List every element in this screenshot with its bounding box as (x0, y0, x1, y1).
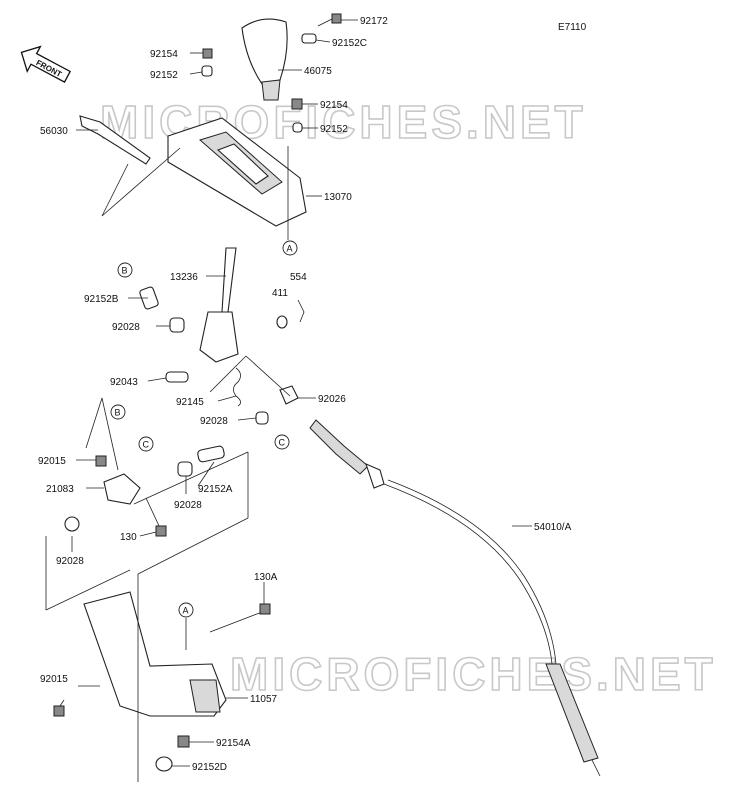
svg-text:A: A (287, 244, 293, 254)
label-92152-top: 92152 (150, 70, 178, 81)
nut-92015-b (53, 705, 65, 717)
ref-circle-a-top: A (282, 240, 298, 256)
label-130A: 130A (254, 572, 278, 583)
label-92028-c: 92028 (174, 500, 202, 511)
label-92015-b: 92015 (40, 674, 68, 685)
label-92028-b: 92028 (200, 416, 228, 427)
label-92043: 92043 (110, 377, 138, 388)
label-554: 554 (290, 272, 307, 283)
front-arrow-icon: FRONT (20, 45, 72, 83)
label-92152C: 92152C (332, 38, 367, 49)
bolt-92154A (177, 735, 190, 748)
label-56030: 56030 (40, 126, 68, 137)
watermark-bottom: MICROFICHES.NET (230, 648, 717, 700)
label-13070: 13070 (324, 192, 352, 203)
diagram-code: E7110 (558, 22, 587, 33)
bushing-92028-d (64, 516, 80, 532)
bolt-130 (145, 497, 167, 537)
bolt-92154-top (202, 48, 213, 59)
label-92015-a: 92015 (38, 456, 66, 467)
collar-92152D (155, 756, 173, 772)
label-130: 130 (120, 532, 137, 543)
collar-92152-top (201, 65, 213, 77)
label-92152A: 92152A (198, 484, 233, 495)
label-92145: 92145 (176, 397, 204, 408)
ref-circle-c-right: C (274, 434, 290, 450)
label-92152B: 92152B (84, 294, 119, 305)
svg-text:C: C (279, 438, 286, 448)
svg-text:B: B (122, 266, 128, 276)
shift-lever-13236 (199, 247, 239, 363)
label-92028-d: 92028 (56, 556, 84, 567)
collar-92152A (197, 445, 225, 463)
label-92154A: 92154A (216, 738, 251, 749)
bolt-92154-right (291, 98, 303, 110)
label-92172: 92172 (360, 16, 388, 27)
collar-92152-right (292, 122, 303, 133)
bolt-92172 (301, 13, 342, 44)
ref-circle-a-bottom: A (178, 602, 194, 618)
bolt-130A (209, 603, 271, 633)
label-46075: 46075 (304, 66, 332, 77)
bushing-92028-b (255, 411, 269, 425)
label-92026: 92026 (318, 394, 346, 405)
washer-411 (276, 315, 288, 329)
ref-circle-b-left: B (110, 404, 126, 420)
svg-text:B: B (115, 408, 121, 418)
shift-console-13070 (167, 117, 307, 227)
label-13236: 13236 (170, 272, 198, 283)
spring-92145 (233, 367, 241, 407)
bushing-92028-a (169, 317, 185, 333)
ref-circle-c-left: C (138, 436, 154, 452)
collar-92152B (139, 286, 159, 310)
label-92154-right: 92154 (320, 100, 348, 111)
shift-cable-54010A (309, 419, 601, 777)
bracket-56030 (79, 115, 151, 165)
label-411: 411 (272, 288, 288, 299)
svg-text:A: A (183, 606, 189, 616)
label-21083: 21083 (46, 484, 74, 495)
shift-knob (241, 18, 288, 101)
nut-92015-a (95, 455, 107, 467)
reference-lines (45, 146, 291, 782)
label-11057: 11057 (250, 694, 278, 705)
label-92152D: 92152D (192, 762, 227, 773)
arm-21083 (103, 473, 141, 505)
svg-text:C: C (143, 440, 150, 450)
label-92154-top: 92154 (150, 49, 178, 60)
label-92028-a: 92028 (112, 322, 140, 333)
cotter-pin-554 (297, 299, 305, 323)
label-92152-right: 92152 (320, 124, 348, 135)
label-54010A: 54010/A (534, 522, 572, 533)
bushing-92028-c (177, 461, 193, 477)
leader-lines (59, 19, 532, 767)
bracket-11057 (83, 591, 227, 717)
ref-circle-b-top: B (117, 262, 133, 278)
pin-92043 (165, 371, 189, 383)
